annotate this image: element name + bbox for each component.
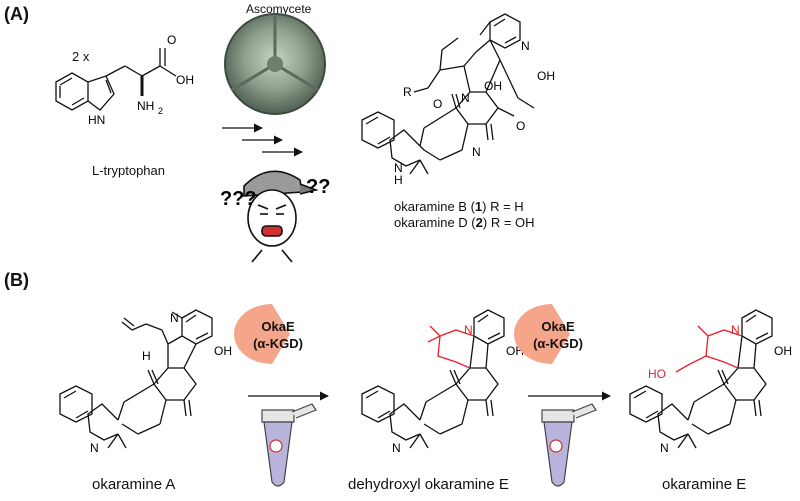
tryptophan-structure xyxy=(55,48,177,111)
okb-atom-nh: N xyxy=(394,161,403,175)
enzyme-name-1: OkaE xyxy=(261,319,295,334)
okb-atom-oh-top: OH xyxy=(537,69,555,83)
panel-b-label: (B) xyxy=(4,270,29,290)
compound-label-okaramine-a: okaramine A xyxy=(92,476,176,493)
trp-atom-nh: NH xyxy=(137,99,154,113)
compound-label-dehydroxyl-okaramine-e: dehydroxyl okaramine E xyxy=(348,476,509,493)
organism-label: Ascomycete xyxy=(246,2,312,16)
multiplier-label: 2 x xyxy=(72,49,90,64)
deh-atom-hn: N xyxy=(392,441,401,455)
okaramine-b-d-structure xyxy=(361,13,535,175)
test-tube-2 xyxy=(541,403,597,487)
enzyme-blob-1 xyxy=(234,304,290,364)
enzyme-class-1: (α-KGD) xyxy=(253,336,303,351)
okb-atom-o-right: O xyxy=(516,119,525,133)
question-marks-right: ?? xyxy=(306,176,330,198)
product-caption-okaramine-b: okaramine B (1) R = H xyxy=(394,199,524,214)
okb-atom-n-mid: N xyxy=(461,91,470,105)
oke-atom-n: N xyxy=(731,323,740,337)
panel-a-label: (A) xyxy=(4,4,29,24)
enzyme-name-2: OkaE xyxy=(541,319,575,334)
oka-atom-n: N xyxy=(170,311,179,325)
dehydroxyl-okaramine-e-structure xyxy=(361,309,505,449)
deh-atom-n: N xyxy=(464,323,473,337)
puzzled-face-cartoon xyxy=(243,170,319,263)
okaramine-e-structure xyxy=(629,309,773,449)
oke-atom-hn: N xyxy=(660,441,669,455)
oka-atom-hn: N xyxy=(90,441,99,455)
oka-atom-oh: OH xyxy=(214,344,232,358)
trp-atom-oh: OH xyxy=(176,73,194,87)
enzyme-label-1: OkaE (α-KGD) xyxy=(238,318,318,352)
precursor-label: L-tryptophan xyxy=(92,163,165,178)
trp-atom-hn: HN xyxy=(88,113,105,127)
dehydroxyl-okaramine-e-new-ring xyxy=(427,325,475,369)
enzyme-class-2: (α-KGD) xyxy=(533,336,583,351)
okb-atom-o-left: O xyxy=(433,97,442,111)
oke-atom-ho: HO xyxy=(648,367,666,381)
okb-atom-n-ring: N xyxy=(472,145,481,159)
product-caption-okaramine-d: okaramine D (2) R = OH xyxy=(394,215,535,230)
okaramine-a-structure xyxy=(59,309,213,449)
okb-atom-n-top: N xyxy=(521,39,530,53)
okb-atom-h: H xyxy=(394,173,403,187)
trp-atom-nh-sub: 2 xyxy=(158,106,163,116)
test-tube-1 xyxy=(261,403,317,487)
oke-atom-oh: OH xyxy=(774,344,792,358)
compound-label-okaramine-e: okaramine E xyxy=(662,476,747,493)
trp-atom-o: O xyxy=(167,33,176,47)
question-marks-left: ??? xyxy=(220,188,257,210)
okaramine-e-hydroxylated-ring xyxy=(675,325,743,373)
okb-atom-r: R xyxy=(403,85,412,99)
oka-atom-h: H xyxy=(142,349,151,363)
multistep-arrows xyxy=(222,123,303,157)
okb-atom-oh-mid: OH xyxy=(484,79,502,93)
fungal-plate-image xyxy=(224,13,326,115)
enzyme-label-2: OkaE (α-KGD) xyxy=(518,318,598,352)
enzyme-blob-2 xyxy=(514,304,570,364)
